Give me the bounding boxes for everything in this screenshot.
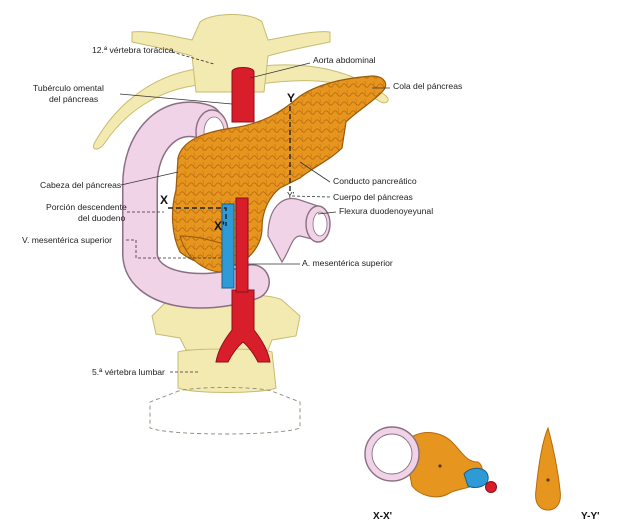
cut-marker-y: Y — [287, 91, 295, 105]
section-xx-duodenum-lumen — [371, 433, 413, 475]
left-rib — [92, 67, 211, 150]
superior-mesenteric-vein — [221, 203, 235, 289]
section-xx-vein — [463, 467, 489, 489]
leader-lines — [119, 51, 390, 373]
section-xx-duct — [438, 464, 442, 468]
section-yy-title: Y-Y' — [581, 511, 600, 522]
label-porcion-2: del duodeno — [78, 213, 126, 223]
cut-lines: X X' Y Y' — [160, 91, 295, 233]
duodenum — [122, 101, 331, 309]
label-vertebra-toracica: 12.ª vértebra torácica — [92, 45, 174, 55]
superior-mesenteric-artery — [235, 197, 249, 293]
flexure-lumen — [312, 211, 328, 237]
label-vertebra-lumbar: 5.ª vértebra lumbar — [92, 367, 165, 377]
section-xx-artery — [485, 481, 497, 493]
label-arteria: A. mesentérica superior — [302, 258, 393, 268]
cut-marker-x-prime: X' — [214, 219, 225, 233]
section-yy: Y-Y' — [535, 426, 600, 522]
label-vena: V. mesentérica superior — [22, 235, 112, 245]
label-aorta: Aorta abdominal — [313, 55, 376, 65]
section-xx: X-X' — [364, 426, 497, 522]
aorta-lower — [215, 289, 271, 363]
cut-marker-x: X — [160, 193, 168, 207]
label-tuberculo-1: Tubérculo omental — [33, 83, 104, 93]
right-rib — [259, 64, 389, 104]
section-xx-title: X-X' — [373, 511, 392, 522]
duodenum-loop-fill — [123, 102, 269, 308]
lumbar-vertebra-lower — [177, 348, 277, 393]
fifth-lumbar-outline — [149, 387, 301, 435]
label-cola: Cola del páncreas — [393, 81, 462, 91]
label-porcion-1: Porción descendente — [46, 202, 127, 212]
label-conducto: Conducto pancreático — [333, 176, 417, 186]
label-tuberculo-2: del páncreas — [49, 94, 98, 104]
section-yy-pancreas — [535, 426, 561, 511]
cut-marker-y-prime: Y' — [287, 190, 295, 200]
vessels — [215, 67, 271, 363]
label-cabeza: Cabeza del páncreas — [40, 180, 121, 190]
cut-line-x — [168, 207, 227, 226]
section-yy-duct — [546, 478, 550, 482]
abdominal-aorta — [231, 67, 255, 123]
label-cuerpo: Cuerpo del páncreas — [333, 192, 413, 202]
labels: 12.ª vértebra torácica Aorta abdominal T… — [22, 45, 462, 377]
thoracic-vertebra — [131, 14, 331, 93]
label-flexura: Flexura duodenoyeyunal — [339, 206, 433, 216]
